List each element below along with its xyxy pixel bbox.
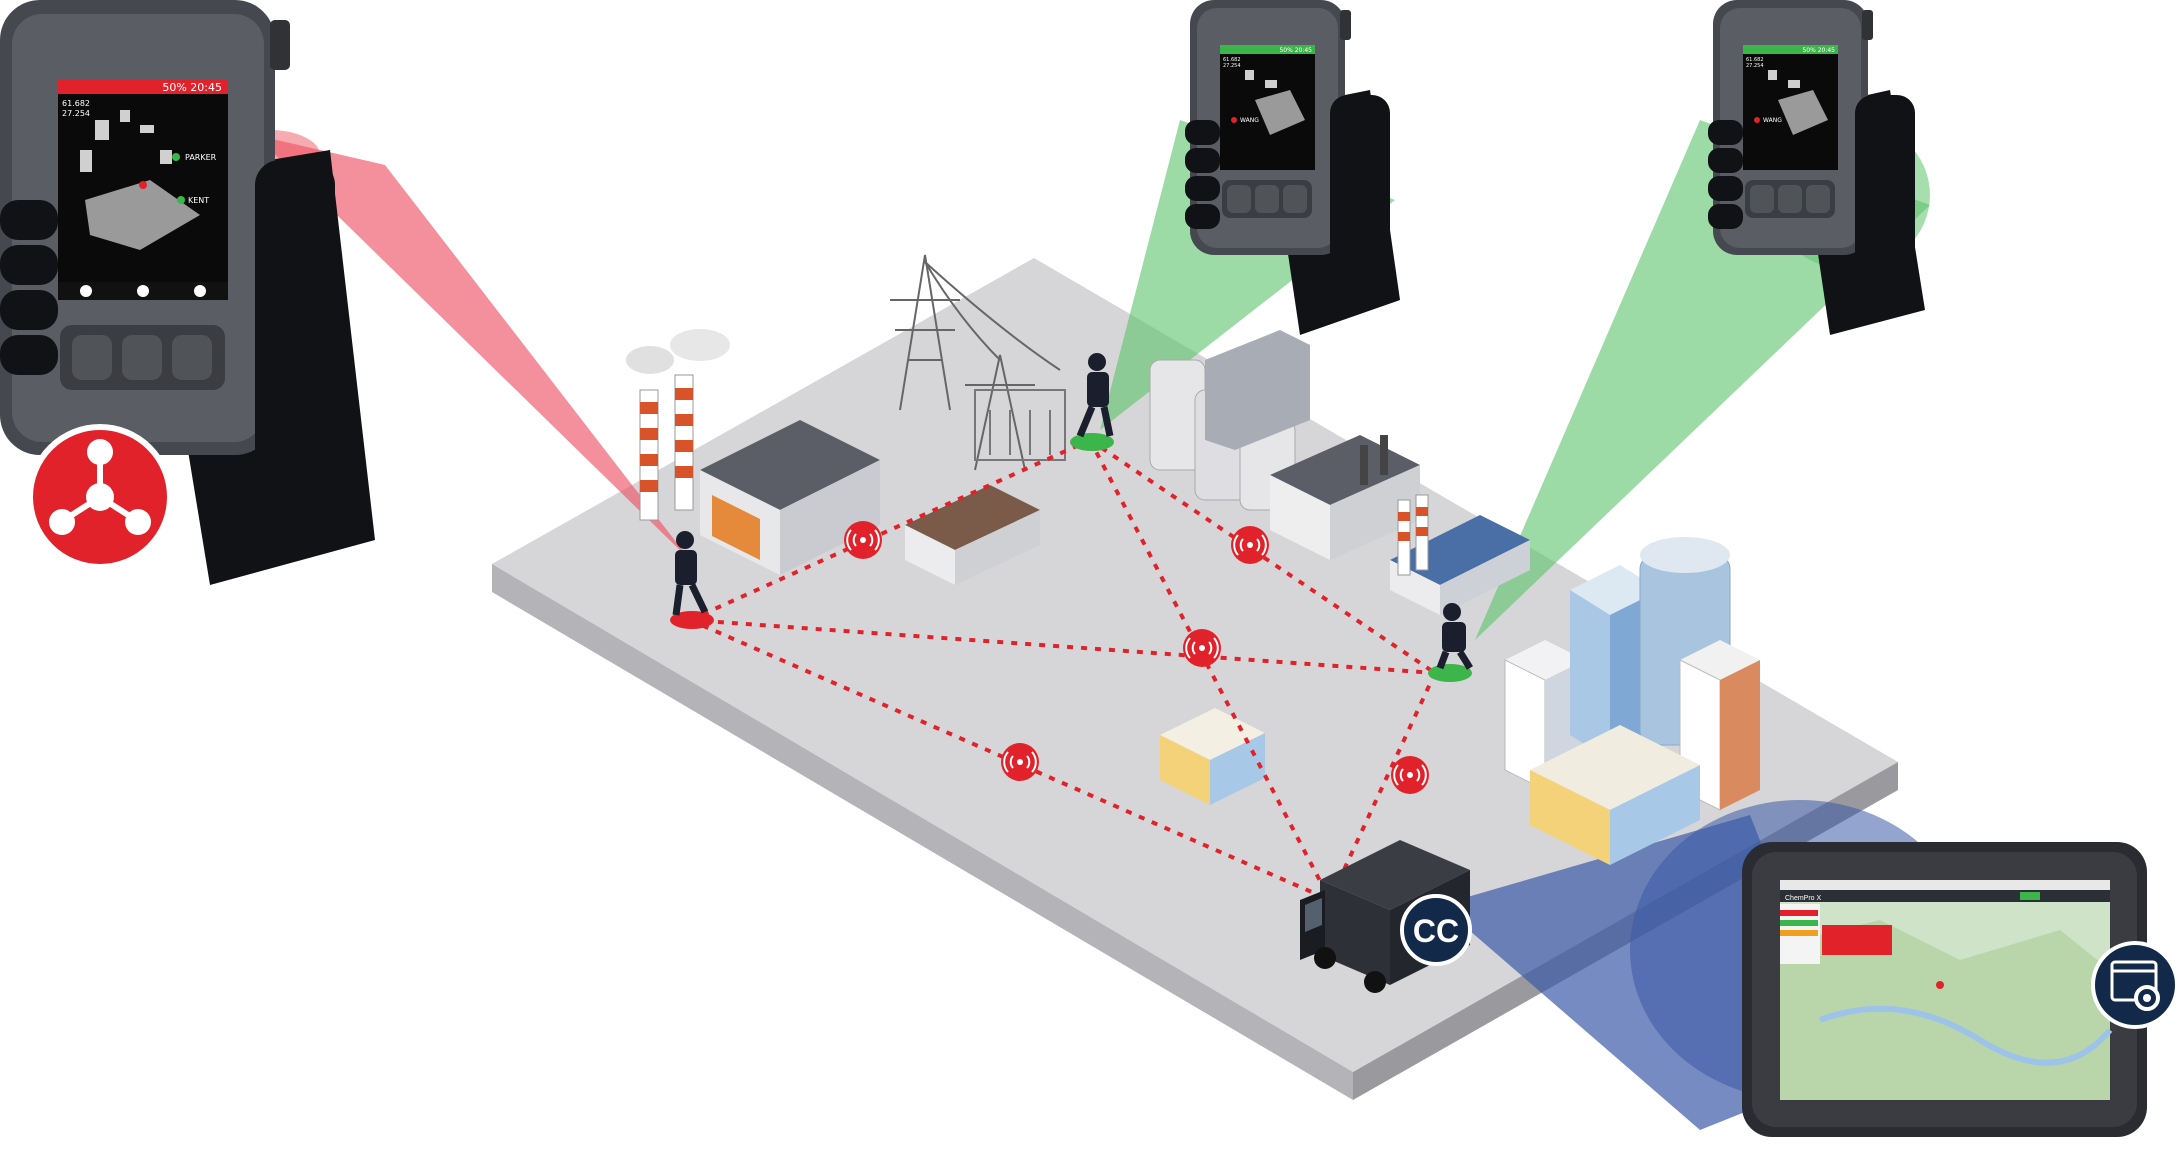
map-marker — [139, 181, 147, 189]
map-marker — [1231, 117, 1237, 123]
refinery — [1270, 435, 1420, 560]
operator-label: WANG — [1240, 117, 1259, 124]
red-beam — [255, 135, 690, 560]
coordinate-text: 27.254 — [1223, 63, 1241, 69]
app-settings-icon — [2091, 941, 2178, 1029]
coordinate-text: 61.682 — [1223, 57, 1241, 63]
substation — [974, 389, 1066, 461]
operator-green-center — [1070, 353, 1114, 451]
industrial-buildings — [626, 254, 1530, 615]
coordinate-text: 61.682 — [62, 99, 90, 108]
operator-label: KENT — [188, 196, 209, 205]
wireless-signal-icon — [844, 521, 882, 559]
chimney — [626, 329, 730, 521]
command-center-badge: CC — [1400, 894, 1472, 966]
operator-label: PARKER — [185, 153, 217, 162]
coordinate-text: 27.254 — [1746, 63, 1764, 69]
network-links — [689, 438, 1437, 902]
info-icon — [80, 285, 92, 297]
power-pylon — [890, 254, 1061, 471]
wireless-signal-icon — [1231, 526, 1269, 564]
menu-icon — [137, 285, 149, 297]
wireless-signal-icon — [1183, 629, 1221, 667]
next-icon — [194, 285, 206, 297]
operator-label: WANG — [1763, 117, 1782, 124]
handheld-device-red: 50% 20:45 61.682 27.254 PARKER KENT — [0, 0, 375, 585]
handheld-device-green-center: 50% 20:45 61.682 27.254 WANG — [1185, 0, 1400, 335]
rugged-tablet: ChemPro X — [1742, 842, 2147, 1137]
brick-tower — [1679, 640, 1760, 811]
app-name: ChemPro X — [1785, 895, 1822, 902]
wireless-signal-icon — [1001, 743, 1039, 781]
factory-hall — [700, 420, 880, 575]
coordinate-text: 61.682 — [1746, 57, 1764, 63]
chemical-hazard-icon — [27, 424, 173, 570]
field-operators — [670, 353, 1473, 682]
operator-green-right — [1428, 603, 1473, 682]
low-building-city — [1530, 725, 1700, 865]
coordinate-text: 27.254 — [62, 109, 90, 118]
operator-red — [670, 531, 714, 629]
status-bar-text: 50% 20:45 — [1802, 47, 1835, 54]
status-bar-text: 50% 20:45 — [1279, 47, 1312, 54]
status-bar-text: 50% 20:45 — [162, 81, 222, 94]
warehouse — [905, 485, 1040, 585]
wireless-signal-icon — [1391, 756, 1429, 794]
cc-label: CC — [1413, 913, 1459, 949]
handheld-device-green-right: 50% 20:45 61.682 27.254 WANG — [1708, 0, 1925, 335]
map-marker — [1754, 117, 1760, 123]
relay-nodes — [844, 521, 1429, 794]
map-display — [80, 110, 200, 250]
solar-building — [1390, 494, 1530, 615]
map-marker — [172, 153, 180, 161]
city-buildings — [1160, 537, 1760, 865]
map-marker — [177, 196, 185, 204]
